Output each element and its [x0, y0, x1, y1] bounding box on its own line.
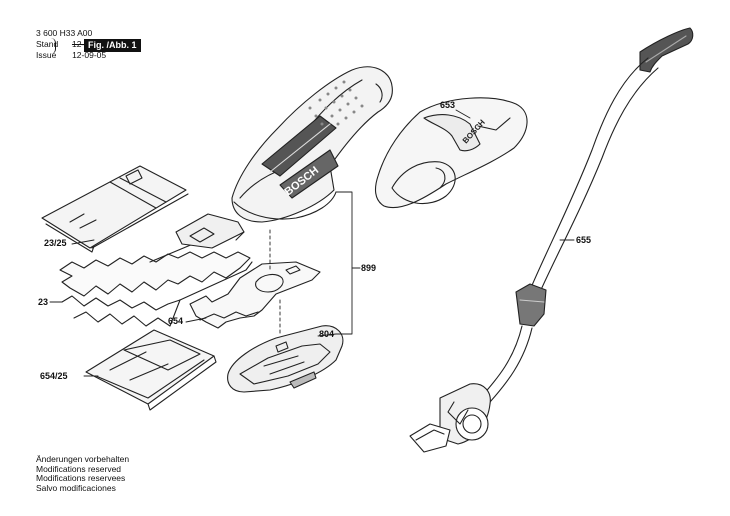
note-es: Salvo modificaciones	[36, 482, 116, 493]
telescopic-handle	[409, 27, 694, 453]
part-label-23: 23	[38, 297, 49, 307]
issue-date: 12-09-05	[72, 50, 107, 60]
part-label-654: 654	[168, 316, 184, 326]
issue-row: Issue 12-09-05	[36, 50, 106, 61]
hedge-blade	[59, 213, 253, 327]
note-en: Modifications reserved	[36, 463, 122, 474]
blade-guard	[41, 165, 189, 253]
part-label-655: 655	[576, 235, 592, 245]
stand-label: Stand	[36, 39, 59, 49]
grass-blade	[189, 261, 321, 329]
figure-label: Fig. /Abb. 1	[84, 39, 141, 52]
shear-cover: BOSCH	[374, 97, 528, 209]
note-fr: Modifications reservees	[36, 473, 126, 484]
note-de: Änderungen vorbehalten	[36, 454, 130, 464]
issue-label: Issue	[36, 50, 57, 60]
part-label-654-25: 654/25	[40, 371, 68, 381]
grip-dots	[308, 80, 364, 126]
modification-notes: Änderungen vorbehalten Modifications res…	[36, 454, 130, 493]
part-label-804: 804	[319, 329, 335, 339]
header-brace	[51, 38, 56, 54]
battery-cover	[227, 325, 344, 393]
part-label-653: 653	[440, 100, 456, 110]
shear-body: BOSCH	[231, 66, 393, 223]
doc-number: 3 600 H33 A00	[36, 28, 93, 38]
part-label-899: 899	[361, 263, 377, 273]
part-label-23-25: 23/25	[44, 238, 67, 248]
blade-guard-small	[85, 329, 217, 411]
leader-lines	[49, 109, 575, 377]
